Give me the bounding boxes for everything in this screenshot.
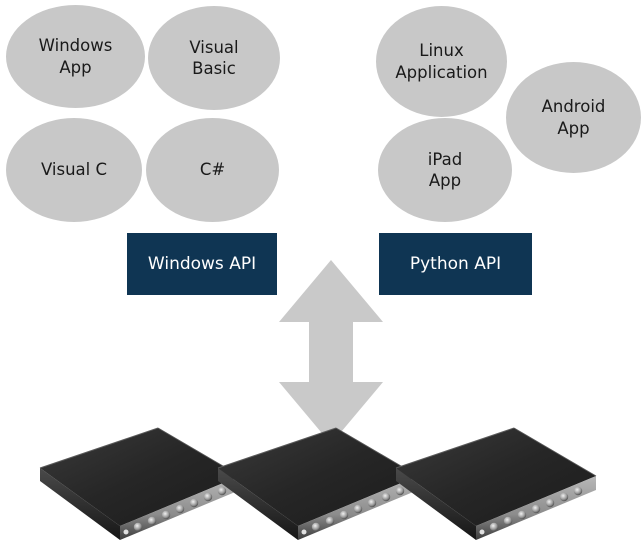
ipad-app-bubble: iPad App <box>378 118 512 222</box>
android-app-bubble: Android App <box>506 62 641 173</box>
visual-c-bubble: Visual C <box>6 118 142 222</box>
double-arrow-icon <box>279 260 383 444</box>
linux-application-bubble: Linux Application <box>376 6 507 117</box>
windows-app-bubble: Windows App <box>6 5 145 108</box>
android-app-label: Android App <box>541 97 606 138</box>
device-unit-icon <box>395 427 597 540</box>
windows-api-box: Windows API <box>127 233 277 295</box>
python-api-box: Python API <box>379 233 532 295</box>
visual-c-label: Visual C <box>40 160 108 180</box>
windows-app-label: Windows App <box>38 36 113 77</box>
ipad-app-label: iPad App <box>427 149 463 190</box>
csharp-label: C# <box>199 160 226 180</box>
device-unit-icon <box>39 427 241 540</box>
visual-basic-bubble: Visual Basic <box>148 6 280 110</box>
visual-basic-label: Visual Basic <box>189 37 239 78</box>
device-unit-icon <box>217 427 419 540</box>
windows-api-label: Windows API <box>147 254 257 274</box>
csharp-bubble: C# <box>146 118 279 222</box>
python-api-label: Python API <box>409 254 502 274</box>
linux-application-label: Linux Application <box>395 41 488 82</box>
